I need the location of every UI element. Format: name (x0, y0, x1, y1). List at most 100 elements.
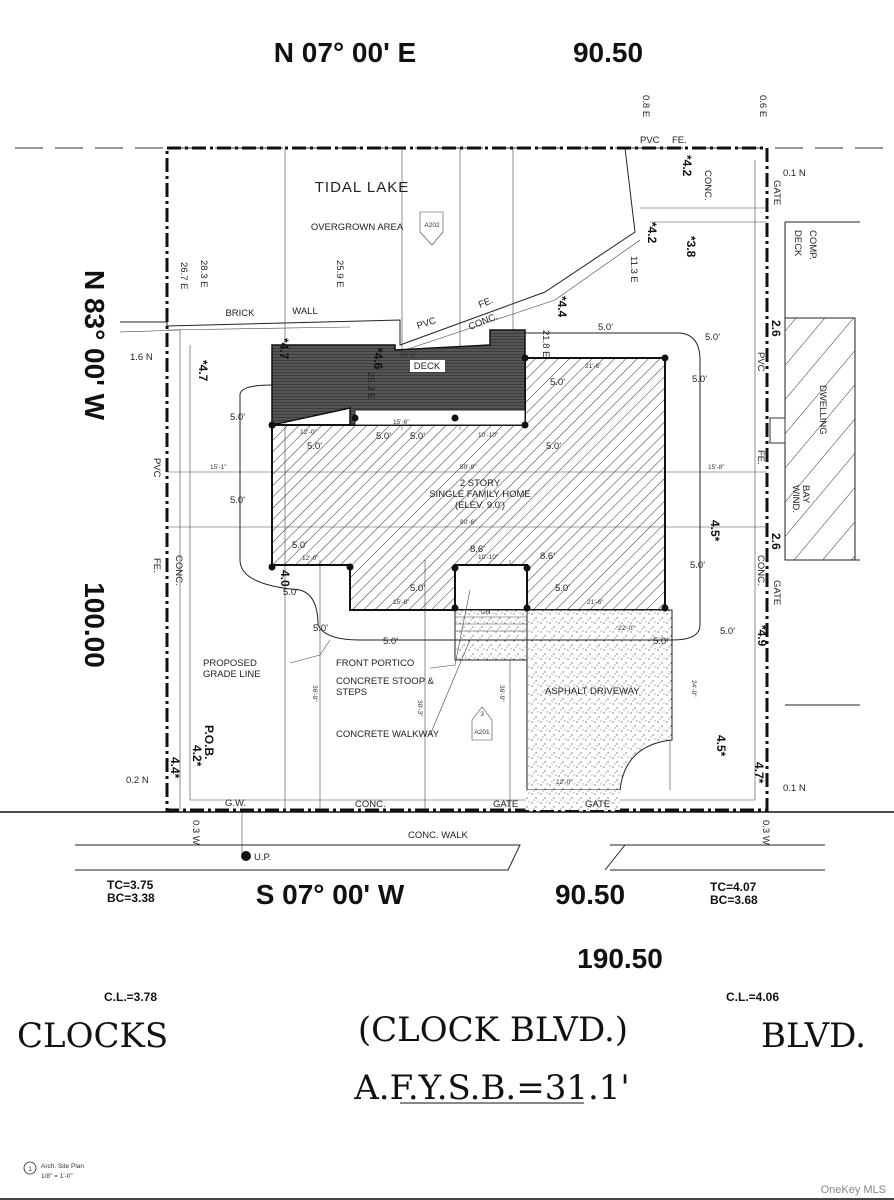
svg-text:5.0': 5.0' (550, 377, 565, 388)
concrete-stoop (454, 609, 528, 661)
bay-window-label-2: WIND. (790, 485, 801, 513)
svg-text:21.8 E: 21.8 E (540, 330, 551, 357)
svg-text:5.0': 5.0' (653, 636, 668, 647)
house-label-3: (ELEV. 9.0') (455, 500, 505, 511)
house-label-1: 2 STORY (460, 478, 501, 489)
svg-text:0.1 N: 0.1 N (783, 783, 806, 794)
svg-text:GATE: GATE (771, 580, 782, 605)
svg-text:25.3 E: 25.3 E (365, 372, 376, 399)
right-bottom-curb: BC=3.68 (710, 893, 758, 907)
svg-text:0.1 N: 0.1 N (783, 168, 806, 179)
svg-text:A201: A201 (474, 729, 490, 736)
watermark: OneKey MLS (821, 1184, 886, 1196)
grade-line-label-2: GRADE LINE (203, 669, 261, 680)
svg-text:5.0': 5.0' (410, 583, 425, 594)
top-bearing: N 07° 00' E (274, 37, 416, 68)
svg-text:PVC: PVC (640, 135, 660, 146)
svg-text:PVC: PVC (755, 352, 766, 372)
svg-text:CONC.: CONC. (702, 170, 713, 201)
svg-text:15'-8": 15'-8" (708, 464, 725, 471)
svg-text:5.0': 5.0' (230, 412, 245, 423)
svg-text:5.0': 5.0' (383, 636, 398, 647)
svg-text:5.0': 5.0' (692, 374, 707, 385)
svg-text:5.0': 5.0' (307, 441, 322, 452)
svg-text:2.6: 2.6 (769, 320, 783, 337)
svg-text:FE.: FE. (151, 558, 162, 573)
left-top-curb: TC=3.75 (107, 878, 154, 892)
svg-text:GATE: GATE (585, 799, 610, 810)
sidewalk (75, 844, 825, 871)
street-name-middle: (CLOCK BLVD.) (358, 1010, 628, 1050)
svg-text:FE.: FE. (477, 295, 495, 311)
svg-text:5.0': 5.0' (598, 322, 613, 333)
right-centerline: C.L.=4.06 (726, 990, 779, 1004)
svg-text:PVC: PVC (151, 458, 162, 478)
pob-label: P.O.B. (202, 725, 216, 759)
house-label-2: SINGLE FAMILY HOME (429, 489, 531, 500)
bay-window-label-1: BAY (800, 485, 811, 504)
svg-text:26.7 E: 26.7 E (178, 262, 189, 289)
street-name-left: CLOCKS (17, 1016, 168, 1056)
svg-text:90'-6": 90'-6" (460, 519, 477, 526)
svg-text:4.0: 4.0 (278, 570, 292, 587)
neighbor-dwelling (784, 317, 856, 561)
svg-text:*4.4: *4.4 (555, 296, 569, 318)
svg-text:15'-6": 15'-6" (393, 599, 410, 606)
svg-text:12'-0": 12'-0" (302, 555, 319, 562)
right-top-curb: TC=4.07 (710, 880, 757, 894)
svg-text:22'-0": 22'-0" (618, 625, 635, 632)
svg-text:1.6 N: 1.6 N (130, 352, 153, 363)
svg-text:0.3 W: 0.3 W (760, 820, 771, 845)
svg-text:FE.: FE. (672, 135, 687, 146)
svg-text:30'-3": 30'-3" (416, 700, 423, 717)
stoop-label-2: STEPS (336, 687, 367, 698)
tidal-lake-label: TIDAL LAKE (315, 179, 409, 196)
svg-text:*4.7: *4.7 (277, 338, 291, 360)
section-marker-a201 (471, 706, 493, 741)
svg-text:0.2 N: 0.2 N (126, 775, 149, 786)
svg-text:*3.8: *3.8 (684, 236, 698, 258)
neighbor-deck-label-2: DECK (792, 230, 803, 257)
svg-text:11.3 E: 11.3 E (628, 256, 639, 283)
svg-text:CONC.: CONC. (355, 799, 386, 810)
svg-text:CONC.: CONC. (173, 555, 184, 586)
svg-text:GATE: GATE (771, 180, 782, 205)
svg-text:1: 1 (28, 1166, 32, 1173)
bottom-bearing: S 07° 00' W (256, 879, 405, 910)
svg-text:*4.7: *4.7 (196, 360, 210, 382)
svg-text:8.6': 8.6' (470, 544, 485, 555)
svg-text:PVC: PVC (416, 315, 438, 332)
svg-text:U.P.: U.P. (254, 852, 271, 863)
top-distance: 90.50 (573, 37, 643, 68)
driveway-label: ASPHALT DRIVEWAY (545, 686, 640, 697)
svg-text:8.6': 8.6' (540, 551, 555, 562)
svg-text:*4.6: *4.6 (371, 348, 385, 370)
afysb-label: A.F.Y.S.B.=31.1' (353, 1068, 630, 1108)
svg-text:21'-6": 21'-6" (587, 599, 604, 606)
svg-text:21'-6": 21'-6" (585, 363, 602, 370)
svg-text:DN: DN (481, 609, 491, 616)
fence-offset (166, 239, 641, 351)
svg-text:4.5*: 4.5* (708, 520, 722, 542)
svg-text:5.0': 5.0' (690, 560, 705, 571)
svg-text:5.0': 5.0' (720, 626, 735, 637)
left-distance: 100.00 (79, 582, 110, 668)
svg-text:2.6: 2.6 (769, 533, 783, 550)
svg-text:24'-0": 24'-0" (690, 680, 697, 697)
svg-text:*4.9: *4.9 (755, 625, 769, 647)
svg-text:5.0': 5.0' (313, 623, 328, 634)
svg-text:36'-9": 36'-9" (311, 685, 318, 702)
svg-text:10'-10": 10'-10" (478, 432, 499, 439)
svg-text:25.9 E: 25.9 E (334, 260, 345, 287)
deck-label: DECK (414, 361, 441, 372)
svg-text:0.6 E: 0.6 E (757, 95, 768, 117)
svg-text:5.0': 5.0' (546, 441, 561, 452)
corner-markers (268, 354, 669, 612)
svg-text:15'-1": 15'-1" (210, 464, 227, 471)
svg-text:4.2*: 4.2* (190, 745, 204, 767)
svg-text:5.0': 5.0' (555, 583, 570, 594)
svg-text:36'-9": 36'-9" (498, 685, 505, 702)
brick-label: BRICK (225, 308, 255, 319)
svg-text:*4.2: *4.2 (645, 222, 659, 244)
